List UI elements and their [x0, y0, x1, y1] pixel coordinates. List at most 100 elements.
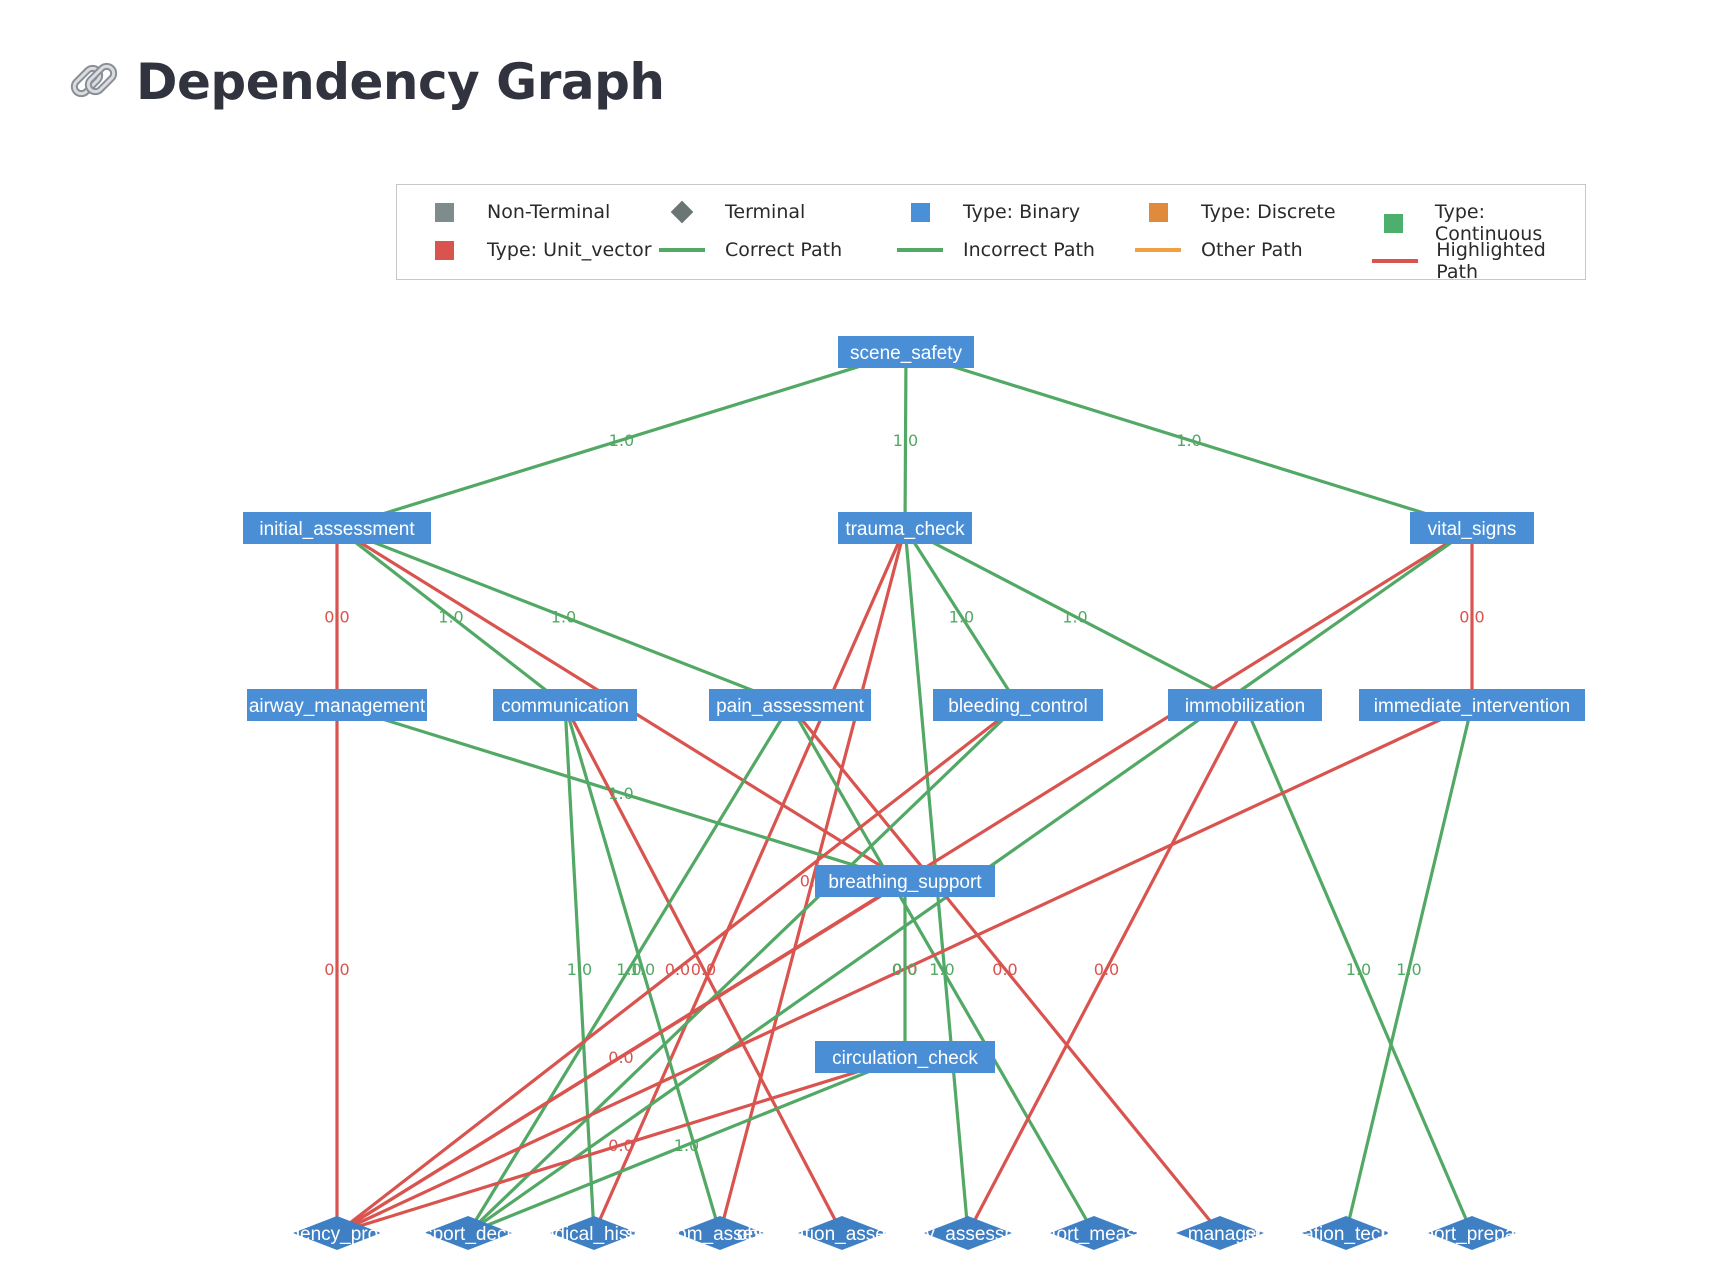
edge-weight-label: 1.0	[438, 608, 463, 627]
node-bleeding_control[interactable]: bleeding_control	[933, 689, 1103, 721]
legend-item-unit-vector[interactable]: Type: Unit_vector	[419, 239, 652, 261]
node-stabilization_techniques[interactable]: stabilization_techniques	[1245, 1216, 1447, 1250]
node-trauma_check[interactable]: trauma_check	[838, 512, 972, 544]
square-icon	[895, 202, 945, 222]
edge-pain_assessment-to-transport_decision[interactable]	[466, 703, 792, 1235]
legend-item-non-terminal[interactable]: Non-Terminal	[419, 201, 610, 223]
node-initial_assessment[interactable]: initial_assessment	[243, 512, 431, 544]
edge-communication-to-observation_assessment[interactable]	[563, 703, 844, 1235]
edge-weight-label: 1.0	[630, 960, 655, 979]
node-pain_assessment[interactable]: pain_assessment	[709, 689, 871, 721]
edge-bleeding_control-to-emergency_protocols[interactable]	[335, 703, 1020, 1235]
edge-airway_management-to-breathing_support[interactable]	[335, 703, 907, 883]
edge-bleeding_control-to-transport_decision[interactable]	[466, 703, 1020, 1235]
legend-item-continuous[interactable]: Type: Continuous	[1371, 201, 1585, 245]
node-label: bleeding_control	[948, 696, 1087, 717]
node-emergency_protocols[interactable]: emergency_protocols	[246, 1216, 428, 1250]
edge-pain_assessment-to-pain_management[interactable]	[788, 703, 1222, 1235]
edge-weight-label: 0.0	[324, 608, 349, 627]
edge-scene_safety-to-vital_signs[interactable]	[904, 350, 1474, 530]
square-icon	[419, 202, 469, 222]
edge-trauma_check-to-bleeding_control[interactable]	[903, 526, 1020, 707]
edge-initial_assessment-to-communication[interactable]	[335, 526, 567, 707]
terminal-diamond	[798, 1216, 886, 1250]
edge-weight-label: 1.0	[616, 960, 641, 979]
edge-weight-label: 1.0	[608, 784, 633, 803]
edge-immobilization-to-injury_assessment[interactable]	[966, 703, 1247, 1235]
node-comfort_measures[interactable]: comfort_measures	[1015, 1216, 1173, 1250]
square-icon	[419, 240, 469, 260]
node-label: medical_history	[528, 1224, 660, 1245]
node-label: airway_management	[249, 696, 426, 717]
node-symptom_assessment[interactable]: symptom_assessment	[625, 1216, 815, 1250]
legend-item-highlighted-path[interactable]: Highlighted Path	[1371, 239, 1585, 283]
node-transport_preparation[interactable]: transport_preparation	[1381, 1216, 1563, 1250]
node-box	[247, 689, 427, 721]
terminal-diamond	[1428, 1216, 1516, 1250]
legend-item-correct-path[interactable]: Correct Path	[657, 239, 842, 261]
node-breathing_support[interactable]: breathing_support	[815, 865, 995, 897]
edge-trauma_check-to-medical_history[interactable]	[592, 526, 907, 1235]
edge-weight-label: 1.0	[551, 608, 576, 627]
node-label: immediate_intervention	[1374, 696, 1570, 717]
node-airway_management[interactable]: airway_management	[247, 689, 427, 721]
node-injury_assessment[interactable]: injury_assessment	[889, 1216, 1047, 1250]
edge-scene_safety-to-initial_assessment[interactable]	[335, 350, 908, 530]
node-transport_decision[interactable]: transport_decision	[390, 1216, 546, 1250]
line-icon	[1133, 248, 1183, 252]
terminal-diamond	[1302, 1216, 1390, 1250]
line-icon	[1371, 259, 1418, 263]
legend: Non-Terminal Terminal Type: Binary Type:…	[396, 184, 1586, 283]
edge-weight-label: 0.0	[992, 960, 1017, 979]
terminal-diamond	[424, 1216, 512, 1250]
edge-weight-label: 1.0	[609, 431, 634, 450]
node-label: communication	[501, 696, 629, 717]
node-label: observation_assessment	[737, 1224, 948, 1245]
edge-weight-label: 0.0	[1459, 608, 1484, 627]
legend-item-binary[interactable]: Type: Binary	[895, 201, 1080, 223]
edge-immediate_intervention-to-stabilization_techniques[interactable]	[1344, 703, 1474, 1235]
legend-item-other-path[interactable]: Other Path	[1133, 239, 1303, 261]
node-immediate_intervention[interactable]: immediate_intervention	[1359, 689, 1585, 721]
edge-weight-label: 0.0	[608, 1048, 633, 1067]
edges-layer	[335, 350, 1474, 1235]
node-circulation_check[interactable]: circulation_check	[815, 1041, 995, 1073]
node-observation_assessment[interactable]: observation_assessment	[737, 1216, 948, 1250]
node-label: comfort_measures	[1015, 1224, 1172, 1245]
edge-weight-label: 1.0	[567, 960, 592, 979]
node-box	[838, 512, 972, 544]
page-title: Dependency Graph	[66, 52, 665, 112]
edge-weight-label: 1.0	[1062, 608, 1087, 627]
edge-trauma_check-to-symptom_assessment[interactable]	[718, 526, 907, 1235]
node-box	[243, 512, 431, 544]
edge-breathing_support-to-emergency_protocols[interactable]	[335, 879, 907, 1235]
edge-circulation_check-to-transport_decision[interactable]	[466, 1055, 907, 1235]
node-medical_history[interactable]: medical_history	[528, 1216, 660, 1250]
node-box	[1359, 689, 1585, 721]
node-label: circulation_check	[832, 1048, 978, 1069]
edge-circulation_check-to-emergency_protocols[interactable]	[335, 1055, 907, 1235]
edge-scene_safety-to-trauma_check[interactable]	[903, 350, 908, 530]
edge-communication-to-symptom_assessment[interactable]	[563, 703, 722, 1235]
terminal-diamond	[550, 1216, 638, 1250]
node-communication[interactable]: communication	[493, 689, 637, 721]
node-vital_signs[interactable]: vital_signs	[1410, 512, 1534, 544]
legend-item-discrete[interactable]: Type: Discrete	[1133, 201, 1336, 223]
legend-item-terminal[interactable]: Terminal	[657, 200, 805, 224]
edge-weight-label: 0.0	[608, 1136, 633, 1155]
legend-item-incorrect-path[interactable]: Incorrect Path	[895, 239, 1095, 261]
nodes-layer: scene_safety initial_assessment trauma_che…	[243, 336, 1585, 1250]
node-immobilization[interactable]: immobilization	[1168, 689, 1322, 721]
edge-weight-label: 1.0	[929, 960, 954, 979]
edge-trauma_check-to-immobilization[interactable]	[903, 526, 1247, 707]
edge-pain_assessment-to-comfort_measures[interactable]	[788, 703, 1096, 1235]
edge-initial_assessment-to-pain_assessment[interactable]	[335, 526, 792, 707]
node-pain_management[interactable]: pain_management	[1141, 1216, 1299, 1250]
square-icon	[1133, 202, 1183, 222]
edge-communication-to-medical_history[interactable]	[563, 703, 596, 1235]
edge-weight-label: 0.0	[691, 960, 716, 979]
node-scene_safety[interactable]: scene_safety	[838, 336, 974, 368]
edge-weight-label: 1.0	[893, 431, 918, 450]
node-label: pain_management	[1141, 1224, 1299, 1245]
node-box	[1410, 512, 1534, 544]
